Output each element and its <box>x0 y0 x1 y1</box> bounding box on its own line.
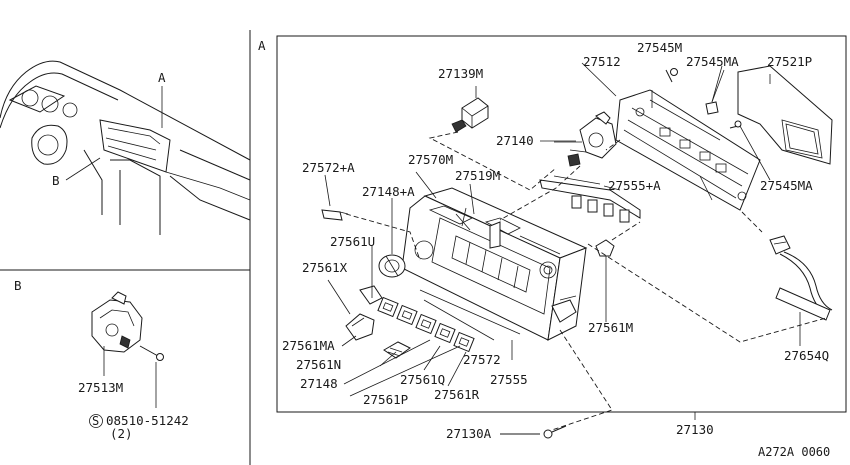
label-screw-qty: (2) <box>110 426 133 441</box>
label-27130: 27130 <box>676 422 714 437</box>
control-unit-body <box>401 187 588 341</box>
label-27561M: 27561M <box>588 320 633 335</box>
dashboard-inset <box>0 60 251 235</box>
label-27139M: 27139M <box>438 66 483 81</box>
inset-a-callout: A <box>158 70 166 85</box>
harness-27654Q <box>769 235 833 346</box>
leader-lines <box>324 62 771 420</box>
label-27572: 27572 <box>463 352 501 367</box>
label-27561X: 27561X <box>302 260 348 275</box>
cover-27521P <box>737 65 833 165</box>
label-27148: 27148 <box>300 376 338 391</box>
label-27513M: 27513M <box>78 380 123 395</box>
switch-27513M <box>91 291 143 376</box>
block-27561P <box>383 341 411 359</box>
label-27555A: 27555+A <box>608 178 661 193</box>
label-27140: 27140 <box>496 133 534 148</box>
label-27148A: 27148+A <box>362 184 415 199</box>
screw-spec: S 08510-51242 (2) <box>89 413 189 441</box>
diagram-code: A272A 0060 <box>758 445 830 459</box>
label-27130A: 27130A <box>446 426 492 441</box>
dashed-guides <box>345 131 827 431</box>
label-27570M: 27570M <box>408 152 453 167</box>
bolt-27130A <box>500 425 567 439</box>
label-27561R: 27561R <box>434 387 480 402</box>
bulb-27561M <box>595 239 615 322</box>
screws-27545 <box>665 65 742 129</box>
switch-27140 <box>554 111 617 167</box>
label-27561N: 27561N <box>296 357 341 372</box>
screw-symbol: S <box>92 414 99 428</box>
label-27654Q: 27654Q <box>784 348 829 363</box>
pin-27572A <box>321 209 349 221</box>
knob-27148A <box>378 254 406 278</box>
screw-part <box>139 345 164 408</box>
panel-dividers <box>0 30 847 465</box>
label-27545MA-right: 27545MA <box>760 178 813 193</box>
panel-b-label: B <box>14 278 22 293</box>
switch-27139M <box>451 86 489 133</box>
label-27545M: 27545M <box>637 40 682 55</box>
label-27555: 27555 <box>490 372 528 387</box>
button-row <box>359 285 475 353</box>
inset-b-callout: B <box>52 173 60 188</box>
label-27545MA-top: 27545MA <box>686 54 739 69</box>
harness-27555A <box>539 175 641 223</box>
panel-a-label: A <box>258 38 266 53</box>
label-27512: 27512 <box>583 54 621 69</box>
label-27521P: 27521P <box>767 54 812 69</box>
callout-labels: 27139M 27545M 27512 27545MA 27521P 27140… <box>282 40 830 459</box>
label-27519M: 27519M <box>455 168 500 183</box>
knob-27561MA <box>345 313 375 341</box>
label-27561P: 27561P <box>363 392 408 407</box>
label-27561Q: 27561Q <box>400 372 445 387</box>
label-27572A: 27572+A <box>302 160 355 175</box>
board-27512 <box>615 89 761 211</box>
label-27561MA: 27561MA <box>282 338 335 353</box>
label-screw-code: 08510-51242 <box>106 413 189 428</box>
label-27561U: 27561U <box>330 234 375 249</box>
